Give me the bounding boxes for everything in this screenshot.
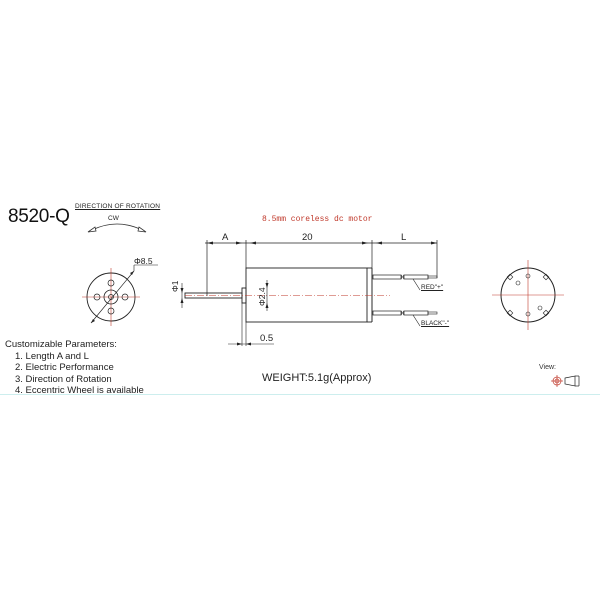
dim-diameter: Φ8.5 [134, 256, 153, 266]
divider [0, 394, 600, 395]
drawing-title: 8.5mm coreless dc motor [262, 215, 373, 224]
dim-boss-diameter: Φ2.4 [257, 287, 267, 306]
param-item: 2. Electric Performance [15, 362, 114, 373]
dim-body-length: 20 [302, 232, 313, 243]
dim-l: L [401, 232, 407, 243]
model-number: 8520-Q [8, 206, 70, 227]
side-view [180, 240, 438, 346]
customizable-parameters: Customizable Parameters: 1. Length A and… [5, 339, 144, 397]
view-label: View: [539, 364, 556, 371]
param-item: 4. Eccentric Wheel is available [15, 385, 144, 396]
lead-black-label: BLACK"-" [421, 320, 450, 327]
rotation-direction: CW [108, 215, 119, 222]
front-view [82, 264, 158, 326]
param-item: 1. Length A and L [15, 350, 89, 362]
rotation-label: DIRECTION OF ROTATION [75, 203, 161, 210]
dim-shaft-diameter: Φ1 [170, 280, 180, 292]
rear-view [492, 260, 564, 330]
param-item: 3. Direction of Rotation [15, 373, 112, 385]
rotation-arrow-icon [87, 223, 147, 233]
projection-view-icon [551, 375, 580, 387]
weight-label: WEIGHT:5.1g(Approx) [262, 372, 372, 384]
params-heading: Customizable Parameters: [5, 339, 117, 350]
lead-red-label: RED"+" [421, 284, 444, 291]
dim-a: A [222, 232, 229, 243]
dim-boss-length: 0.5 [260, 333, 274, 344]
